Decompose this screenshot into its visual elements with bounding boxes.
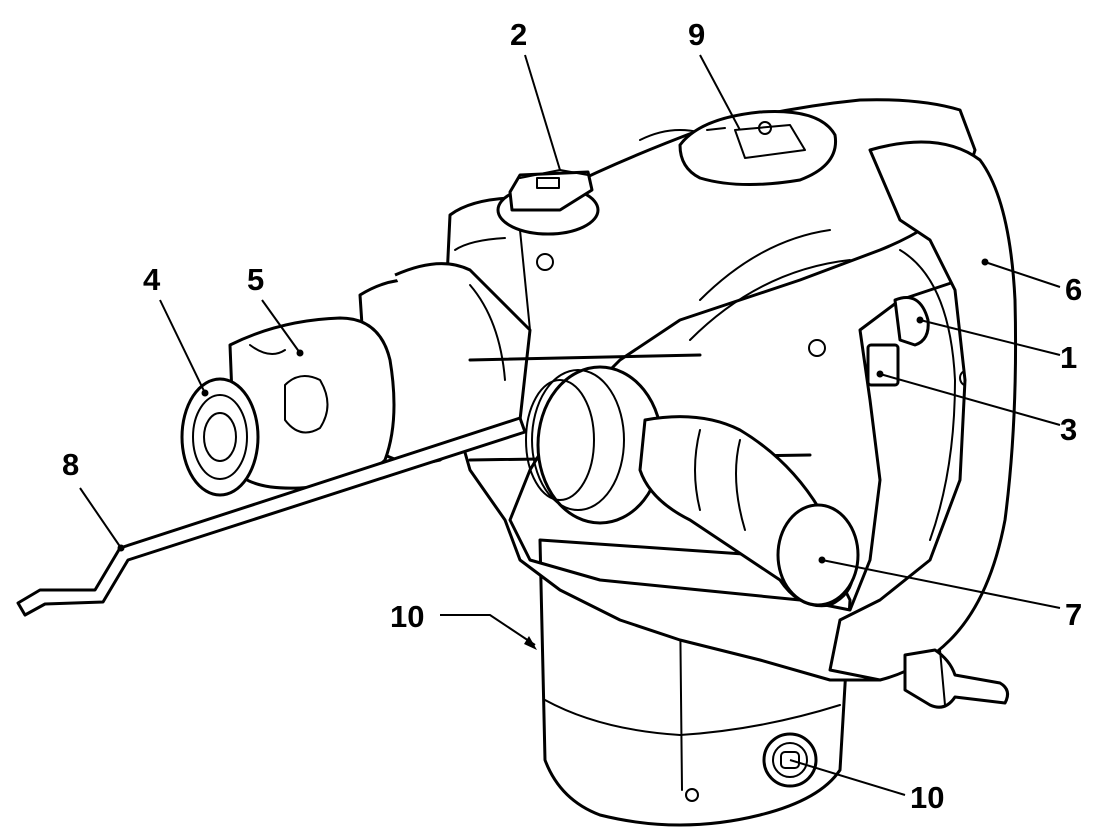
callout-1: 1 [1060, 340, 1077, 375]
callout-labels: 1 2 3 4 5 6 7 8 9 10 10 [62, 17, 1082, 815]
callout-8: 8 [62, 447, 79, 482]
leader-lines [79, 54, 1061, 796]
lock-button [866, 343, 900, 387]
callout-9: 9 [688, 17, 705, 52]
callout-3: 3 [1060, 412, 1077, 447]
callout-4: 4 [143, 262, 161, 297]
power-cord [903, 648, 1010, 709]
callout-10-switch: 10 [910, 780, 944, 815]
tool-holder [180, 377, 260, 497]
mode-selector-switch [678, 110, 838, 187]
callout-2: 2 [510, 17, 527, 52]
callout-7: 7 [1065, 597, 1082, 632]
callout-10-housing: 10 [390, 599, 424, 634]
auxiliary-handle [468, 353, 860, 608]
callout-5: 5 [247, 262, 264, 297]
rotary-stop-knob [496, 169, 600, 236]
callout-6: 6 [1065, 272, 1082, 307]
chuck-sleeve [228, 316, 396, 490]
